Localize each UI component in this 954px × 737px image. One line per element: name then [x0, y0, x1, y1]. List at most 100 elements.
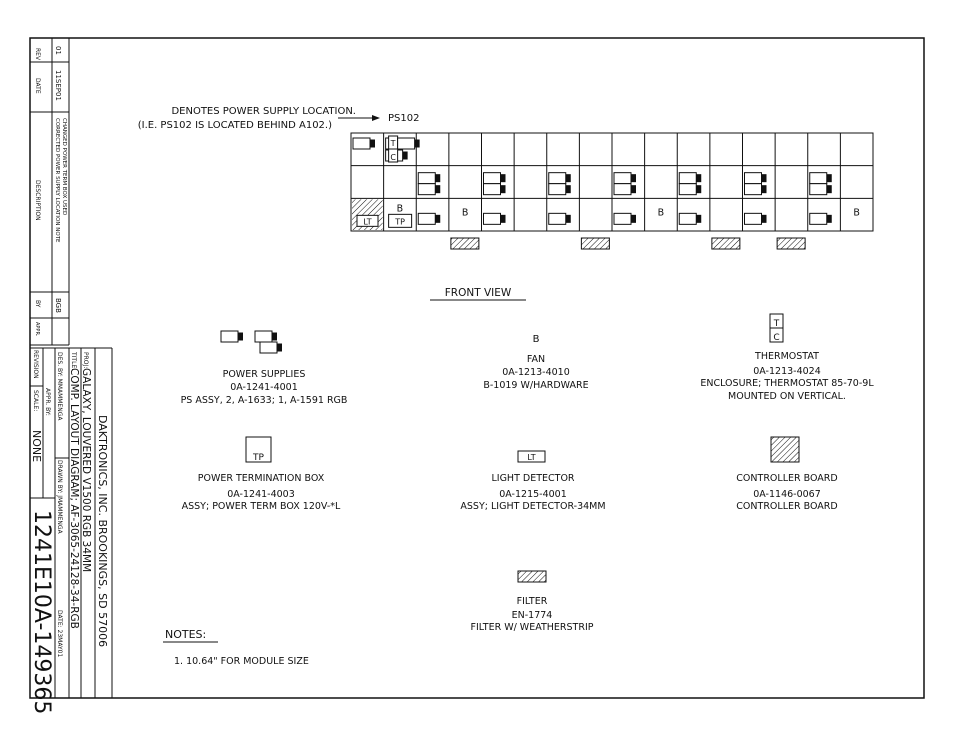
power-supply-icon	[220, 330, 243, 343]
scale-value: NONE	[30, 430, 43, 462]
filter-icon	[580, 237, 610, 250]
module-layout-grid: TC LT B TP B B B	[350, 132, 874, 250]
date-header: DATE	[34, 78, 41, 94]
power-supply-icon	[613, 183, 636, 196]
note-line2: (I.E. PS102 IS LOCATED BEHIND A102.)	[138, 120, 332, 131]
svg-text:T: T	[773, 319, 780, 329]
legend-desc2: MOUNTED ON VERTICAL.	[728, 391, 846, 402]
power-supply-icon	[483, 172, 506, 185]
legend-part: EN-1774	[512, 610, 553, 621]
power-supply-icon	[744, 183, 767, 196]
note-item: 1. 10.64" FOR MODULE SIZE	[174, 656, 309, 667]
legend-desc: ASSY; LIGHT DETECTOR-34MM	[460, 501, 605, 512]
svg-text:TP: TP	[252, 453, 264, 463]
drawing-title: COMP. LAYOUT DIAGRAM; AF-3065-24128-34-R…	[68, 368, 80, 629]
appr-header: APPR.	[34, 322, 40, 337]
controller-board-icon	[770, 436, 800, 463]
power-supply-icon	[259, 341, 282, 354]
filter-icon	[517, 570, 547, 583]
power-supply-icon	[352, 137, 375, 150]
legend-name: FILTER	[517, 596, 548, 607]
legend-name: CONTROLLER BOARD	[736, 473, 837, 484]
power-supply-icon	[417, 183, 441, 196]
legend-desc: CONTROLLER BOARD	[736, 501, 837, 512]
designed-by: DES. BY: MMAMMENGA	[56, 352, 63, 421]
arrow-icon	[372, 115, 380, 121]
legend-desc: ASSY; POWER TERM BOX 120V-*L	[182, 501, 341, 512]
power-supply-icon	[744, 172, 767, 185]
description-line1: CORRECTED POWER SUPPLY LOCATION NOTE	[54, 118, 60, 243]
legend-part: 0A-1241-4001	[230, 382, 298, 393]
power-supply-icon	[483, 212, 506, 225]
power-supply-icon	[417, 172, 441, 185]
drawing-number: 1241E10A-149365	[29, 510, 54, 714]
legend-desc: B-1019 W/HARDWARE	[483, 380, 588, 391]
legend-filter: FILTER EN-1774 FILTER W/ WEATHERSTRIP	[471, 570, 594, 633]
power-supply-icon	[417, 212, 441, 225]
legend-light-detector: LT LIGHT DETECTOR 0A-1215-4001 ASSY; LIG…	[460, 450, 606, 512]
legend-thermostat: T C THERMOSTAT 0A-1213-4024 ENCLOSURE; T…	[700, 313, 874, 402]
legend-part: 0A-1241-4003	[227, 489, 295, 500]
legend-part: 0A-1215-4001	[499, 489, 567, 500]
title-block: REVISION DAKTRONICS, INC. BROOKINGS, SD …	[29, 347, 113, 714]
svg-text:LT: LT	[527, 453, 535, 462]
legend-name: FAN	[527, 354, 545, 365]
front-view-title: FRONT VIEW	[445, 287, 512, 299]
by-value: BGB	[54, 298, 62, 313]
power-supply-icon	[809, 212, 832, 225]
svg-text:T: T	[390, 139, 396, 148]
power-term-box-icon	[245, 436, 272, 463]
power-supply-icon	[678, 212, 702, 225]
project-name: GALAXY, LOUVERED V1500 RGB 34MM	[80, 368, 92, 572]
drawn-by: DRAWN BY: JMAMMENGA	[56, 460, 63, 535]
svg-text:C: C	[773, 333, 779, 343]
date-value: 11SEP01	[54, 70, 62, 101]
legend-fan: B FAN 0A-1213-4010 B-1019 W/HARDWARE	[483, 334, 588, 391]
note-line1: DENOTES POWER SUPPLY LOCATION.	[171, 106, 356, 117]
fan-icon: B	[533, 334, 540, 345]
legend-desc: PS ASSY, 2, A-1633; 1, A-1591 RGB	[181, 395, 348, 406]
light-detector-label: LT	[363, 217, 371, 226]
power-supply-icon	[254, 330, 277, 343]
company-name: DAKTRONICS, INC. BROOKINGS, SD 57006	[96, 415, 109, 647]
filter-icon	[450, 237, 480, 250]
description-header: DESCRIPTION	[34, 180, 41, 221]
sheet-border	[29, 37, 925, 699]
notes-title: NOTES:	[165, 628, 206, 641]
legend-name: LIGHT DETECTOR	[491, 473, 574, 484]
legend-desc: ENCLOSURE; THERMOSTAT 85-70-9L	[700, 378, 874, 389]
fan-label: B	[853, 208, 860, 219]
legend-desc: FILTER W/ WEATHERSTRIP	[471, 622, 594, 633]
light-detector-icon	[356, 214, 379, 227]
proj-label: PROJ:	[82, 352, 89, 368]
revision-block: REV DATE DESCRIPTION BY APPR. 01 11SEP01…	[30, 38, 70, 346]
description-line2: CHANGED POWER TERM BOX USED	[61, 118, 67, 215]
power-supply-icon	[548, 172, 571, 185]
legend-name: POWER TERMINATION BOX	[198, 473, 325, 484]
power-supply-icon	[809, 172, 832, 185]
power-supply-icon	[220, 330, 282, 354]
fan-label: B	[658, 208, 665, 219]
rev-value: 01	[54, 46, 62, 55]
legend-part: 0A-1213-4010	[502, 367, 570, 378]
svg-text:C: C	[390, 153, 396, 162]
legend-part: 0A-1213-4024	[753, 366, 821, 377]
revision-label: REVISION	[32, 350, 39, 379]
title-label: TITLE:	[70, 351, 77, 370]
fan-label: B	[462, 208, 469, 219]
filter-icon	[711, 237, 741, 250]
by-header: BY	[34, 300, 41, 308]
scale-label: SCALE:	[32, 390, 39, 411]
power-term-box-label: TP	[394, 217, 405, 226]
power-supply-icon	[483, 183, 506, 196]
legend-controller-board: CONTROLLER BOARD 0A-1146-0067 CONTROLLER…	[736, 436, 838, 512]
power-supply-icon	[613, 172, 636, 185]
thermostat-icon: TC	[388, 135, 399, 163]
power-supply-icon	[548, 212, 571, 225]
legend-name: POWER SUPPLIES	[223, 369, 306, 380]
approved-by: APPR. BY:	[44, 388, 51, 416]
legend-power-supplies: POWER SUPPLIES 0A-1241-4001 PS ASSY, 2, …	[181, 330, 348, 406]
fan-label: B	[397, 204, 404, 215]
power-term-box-icon	[388, 213, 413, 228]
